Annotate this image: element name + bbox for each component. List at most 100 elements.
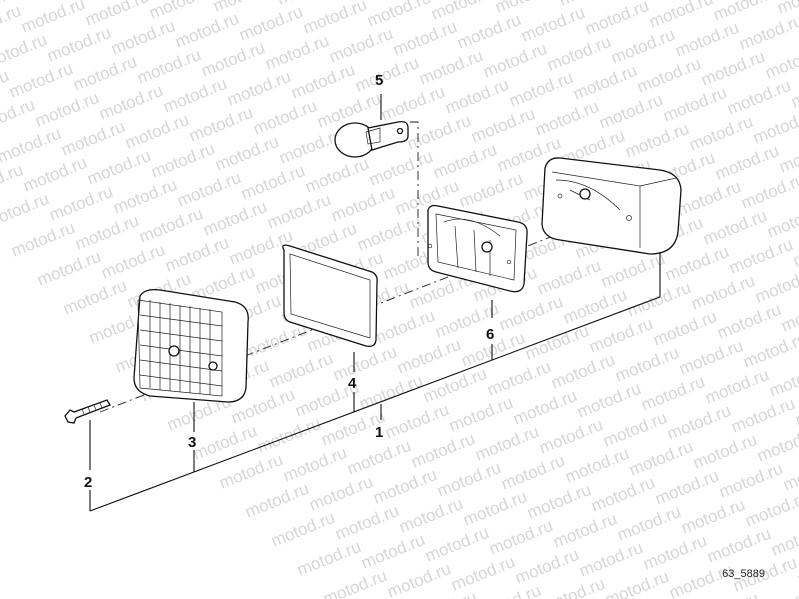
watermark-text: motod.ru (532, 97, 601, 140)
watermark-text: motod.ru (652, 466, 721, 509)
watermark-text: motod.ru (136, 204, 205, 247)
watermark-text: motod.ru (422, 523, 491, 566)
watermark-text: motod.ru (430, 140, 499, 183)
watermark-text: motod.ru (726, 235, 795, 278)
watermark-text: motod.ru (486, 516, 555, 559)
watermark-text: motod.ru (0, 30, 50, 73)
watermark-text: motod.ru (110, 175, 179, 218)
watermark-text: motod.ru (224, 67, 293, 110)
watermark-text: motod.ru (416, 46, 485, 89)
watermark-text: motod.ru (190, 421, 259, 464)
watermark-text: motod.ru (538, 574, 607, 599)
watermark-text: motod.ru (472, 422, 541, 465)
bulb-part (334, 120, 409, 158)
watermark-text: motod.ru (326, 24, 395, 67)
watermark-text: motod.ru (724, 76, 793, 119)
watermark-text: motod.ru (704, 524, 773, 567)
watermark-text: motod.ru (266, 349, 335, 392)
watermark-text: motod.ru (712, 141, 781, 184)
watermark-text: motod.ru (626, 437, 695, 480)
watermark-text: motod.ru (330, 342, 399, 385)
watermark-text: motod.ru (764, 199, 799, 242)
watermark-text: motod.ru (710, 0, 779, 25)
watermark-text: motod.ru (18, 0, 87, 37)
watermark-text: motod.ru (70, 52, 139, 95)
watermark-text: motod.ru (624, 278, 693, 321)
watermark-text: motod.ru (354, 212, 423, 255)
watermark-text: motod.ru (510, 386, 579, 429)
watermark-text: motod.ru (332, 501, 401, 544)
watermark-text: motod.ru (660, 83, 729, 126)
watermark-text: motod.ru (596, 90, 665, 133)
watermark-text: motod.ru (328, 183, 397, 226)
watermark-text: motod.ru (364, 0, 433, 31)
watermark-text: motod.ru (84, 146, 153, 189)
watermark-text: motod.ru (236, 2, 305, 45)
watermark-text: motod.ru (548, 350, 617, 393)
watermark-text: motod.ru (44, 23, 113, 66)
callout-6: 6 (486, 326, 494, 343)
watermark-text: motod.ru (384, 559, 453, 599)
watermark-text: motod.ru (484, 357, 553, 400)
watermark-text: motod.ru (262, 31, 331, 74)
watermark-text: motod.ru (8, 218, 77, 261)
watermark-text: motod.ru (614, 502, 683, 545)
watermark-text: motod.ru (352, 53, 421, 96)
watermark-text: motod.ru (288, 60, 357, 103)
watermark-text: motod.ru (662, 242, 731, 285)
watermark-text: motod.ru (212, 132, 281, 175)
watermark-text: motod.ru (250, 96, 319, 139)
watermark-text: motod.ru (768, 517, 799, 560)
watermark-text: motod.ru (200, 197, 269, 240)
callout-3: 3 (188, 434, 196, 451)
callout-2: 2 (84, 474, 92, 491)
screw-part (64, 399, 111, 424)
watermark-text: motod.ru (46, 182, 115, 225)
watermark-text: motod.ru (544, 32, 613, 75)
watermark-text: motod.ru (300, 0, 369, 38)
watermark-text: motod.ru (728, 394, 797, 437)
watermark-text: motod.ru (408, 429, 477, 472)
watermark-text: motod.ru (570, 61, 639, 104)
watermark-text: motod.ru (496, 292, 565, 335)
watermark-text: motod.ru (32, 88, 101, 131)
watermark-text: motod.ru (358, 530, 427, 573)
watermark-text: motod.ru (238, 161, 307, 204)
watermark-text: motod.ru (368, 306, 437, 349)
watermark-text: motod.ru (420, 364, 489, 407)
watermark-text: motod.ru (20, 153, 89, 196)
watermark-text: motod.ru (536, 415, 605, 458)
watermark-text: motod.ru (766, 358, 799, 401)
watermark-text: motod.ru (698, 47, 767, 90)
reference-code: 63_5889 (722, 568, 765, 580)
watermark-text: motod.ru (344, 436, 413, 479)
watermark-text: motod.ru (576, 538, 645, 581)
watermark-text: motod.ru (602, 567, 671, 599)
watermark-text: motod.ru (550, 509, 619, 552)
watermark-text: motod.ru (0, 124, 64, 167)
leader-lines (89, 94, 661, 512)
watermark-text: motod.ru (480, 39, 549, 82)
watermark-text: motod.ru (58, 117, 127, 160)
watermark-text: motod.ru (0, 189, 52, 232)
watermark-text: motod.ru (404, 111, 473, 154)
watermark-text: motod.ru (394, 335, 463, 378)
watermark-text: motod.ru (268, 508, 337, 551)
watermark-text: motod.ru (522, 321, 591, 364)
watermark-text: motod.ru (134, 45, 203, 88)
watermark-text: motod.ru (216, 450, 285, 493)
watermark-text: motod.ru (736, 11, 799, 54)
watermark-text: motod.ru (456, 169, 525, 212)
watermark-text: motod.ru (160, 74, 229, 117)
watermark-text: motod.ru (382, 400, 451, 443)
watermark-text: motod.ru (672, 18, 741, 61)
watermark-text: motod.ru (506, 68, 575, 111)
watermark-text: motod.ru (306, 472, 375, 515)
watermark-text: motod.ru (172, 9, 241, 52)
watermark-text: motod.ru (664, 401, 733, 444)
watermark-text: motod.ru (294, 537, 363, 580)
watermark-text: motod.ru (612, 343, 681, 386)
watermark-text: motod.ru (146, 0, 215, 23)
watermark-text: motod.ru (6, 59, 75, 102)
